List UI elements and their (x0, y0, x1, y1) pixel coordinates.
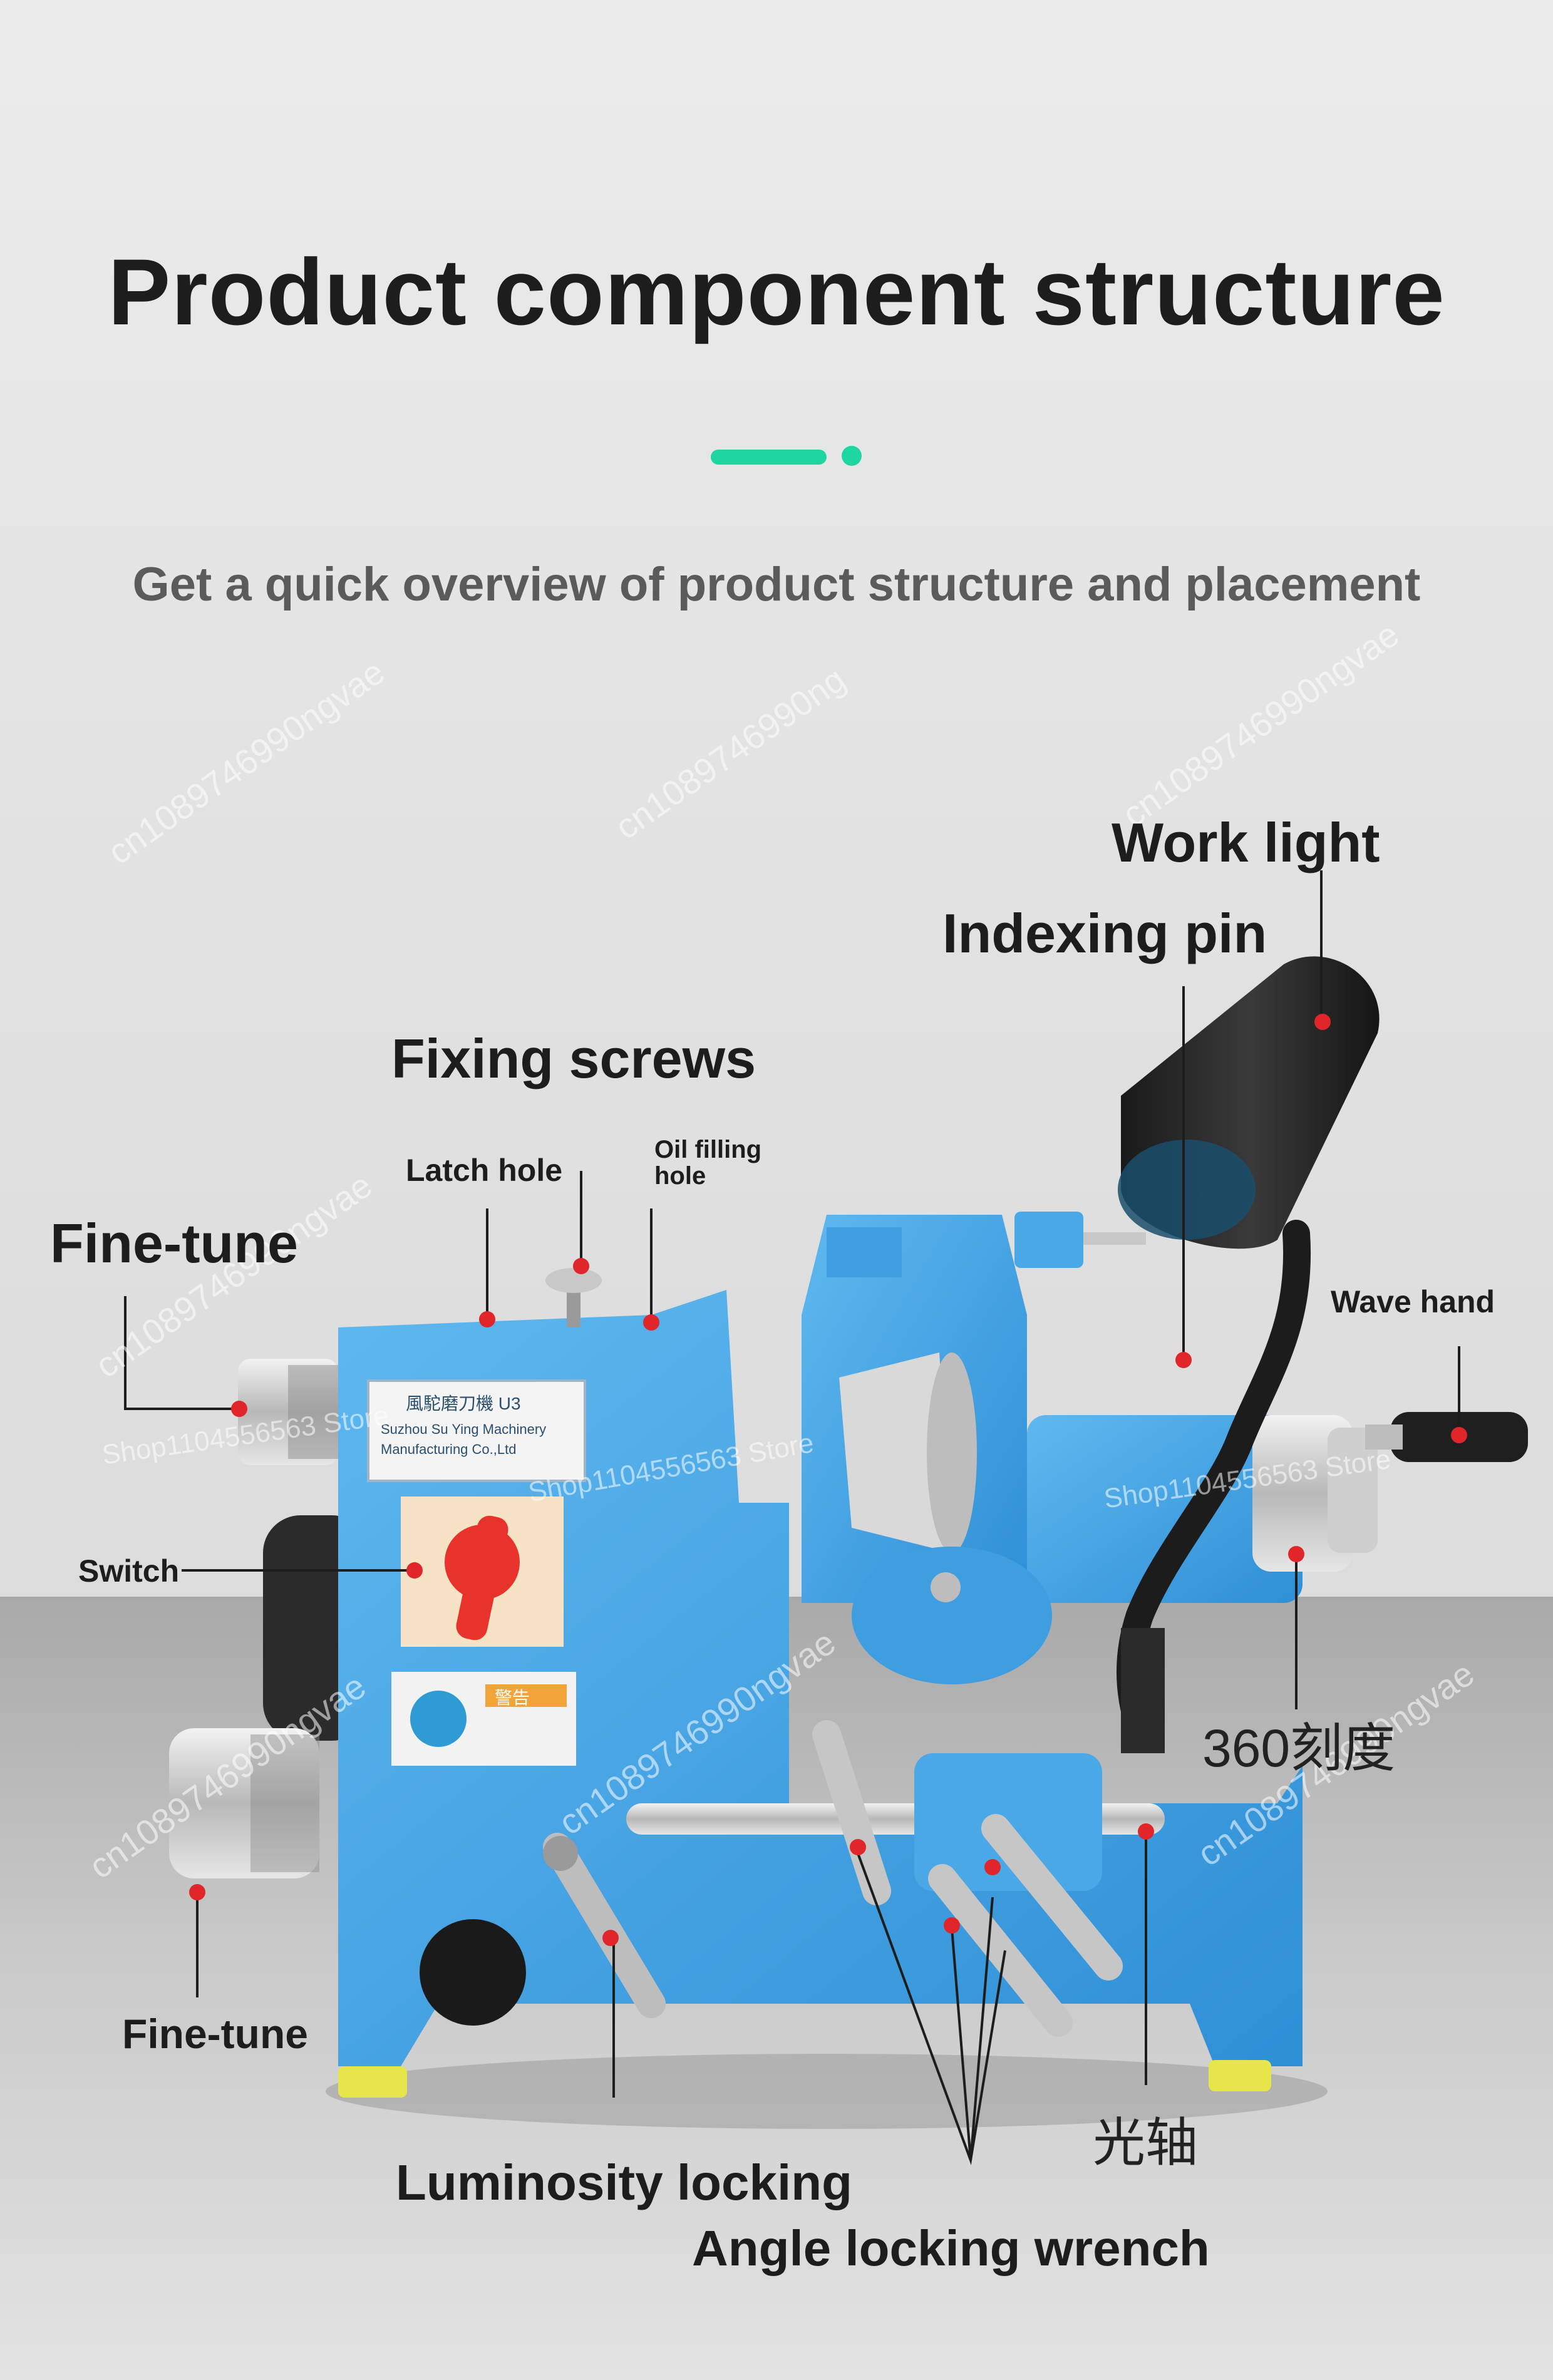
label-wave-hand: Wave hand (1331, 1284, 1495, 1319)
foot-right (1209, 2060, 1271, 2091)
front-knob (420, 1919, 526, 2026)
angle-locking-wrench-1 (812, 1720, 891, 1905)
angle-locking-wrench-3 (981, 1814, 1123, 1981)
plate-line-1: 風駝磨刀機 U3 (406, 1394, 521, 1413)
swivel-base (852, 1547, 1052, 1684)
label-optical-axis: 光轴 (1093, 2113, 1199, 2172)
plate-line-3: Manufacturing Co.,Ltd (381, 1441, 517, 1457)
fine-tune-knob-bottom (169, 1728, 319, 1878)
page-subtitle: Get a quick overview of product structur… (132, 558, 1421, 611)
label-work-light: Work light (1112, 811, 1380, 873)
accent-divider-bar (711, 450, 827, 465)
label-oil-filling-hole: Oil filling hole (654, 1136, 762, 1190)
plate-line-2: Suzhou Su Ying Machinery (381, 1421, 547, 1437)
indexing-block (1014, 1212, 1083, 1268)
leader-fine-tune-top (124, 1296, 238, 1410)
label-indexing-pin: Indexing pin (942, 902, 1267, 964)
foot-left (338, 2066, 407, 2098)
accent-divider-dot (842, 446, 862, 466)
page-title: Product component structure (108, 239, 1445, 344)
grinding-wheel-cone (839, 1352, 952, 1553)
label-latch-hole: Latch hole (406, 1153, 563, 1188)
warning-label: 警告 (495, 1688, 530, 1708)
luminosity-locking-handle (543, 1833, 666, 2018)
name-plate (367, 1379, 586, 1482)
fixing-screw (545, 1268, 602, 1293)
label-switch: Switch (78, 1553, 180, 1589)
label-fixing-screws: Fixing screws (391, 1028, 756, 1090)
label-fine-tune-top: Fine-tune (50, 1212, 298, 1274)
label-360-scale: 360刻度 (1202, 1719, 1396, 1778)
angle-locking-wrench-2 (928, 1864, 1073, 2037)
label-luminosity-locking: Luminosity locking (396, 2155, 852, 2210)
label-angle-locking-wrench: Angle locking wrench (692, 2220, 1210, 2276)
machine-shadow (326, 2054, 1328, 2129)
label-fine-tune-bottom: Fine-tune (122, 2011, 308, 2057)
coolant-tube (1121, 1628, 1165, 1753)
leader-angle-2 (951, 1897, 994, 2161)
